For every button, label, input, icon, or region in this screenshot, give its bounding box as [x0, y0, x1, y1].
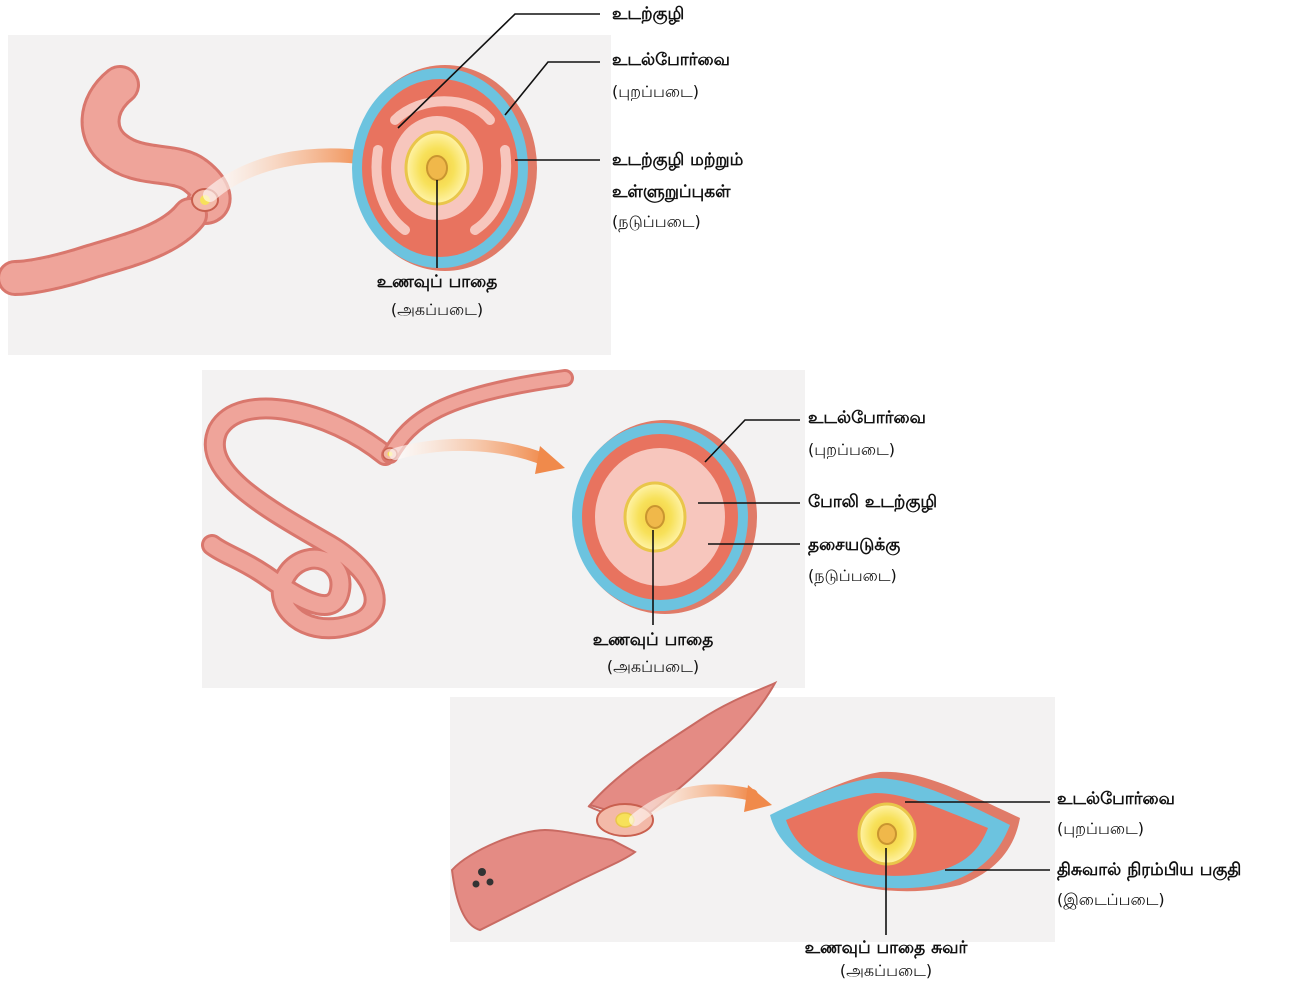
- label-gut-2-sub: (அகப்படை): [607, 657, 699, 677]
- label-pseudocoel: போலி உடற்குழி: [808, 492, 937, 512]
- label-gut-2: உணவுப் பாதை: [593, 630, 714, 650]
- label-gut-wall-3-sub: (அகப்படை): [840, 961, 932, 981]
- label-body-wall-1: உடல்போர்வை: [612, 50, 730, 70]
- zoom-arrow-2: [395, 445, 545, 460]
- roundworm-illustration: [212, 378, 565, 628]
- label-coelom-lining-sub: (நடுப்படை): [612, 212, 701, 232]
- label-tissue-filled-sub: (இடைப்படை): [1057, 890, 1165, 910]
- label-gut-1: உணவுப் பாதை: [377, 272, 498, 292]
- flatworm-illustration: [452, 683, 775, 930]
- label-muscle-layer-sub: (நடுப்படை): [808, 566, 897, 586]
- label-gut-1-sub: (அகப்படை): [391, 300, 483, 320]
- label-body-wall-3-sub: (புறப்படை): [1057, 819, 1144, 839]
- flatworm-cross-section: [770, 772, 1020, 891]
- zoom-arrow-1: [210, 155, 368, 195]
- label-gut-wall-3: உணவுப் பாதை சுவர்: [805, 938, 968, 958]
- roundworm-cross-section: [572, 420, 757, 614]
- zoom-arrow-3-head: [744, 785, 772, 812]
- label-coelom: உடற்குழி: [612, 4, 684, 24]
- label-body-wall-1-sub: (புறப்படை): [612, 82, 699, 102]
- label-body-wall-2-sub: (புறப்படை): [808, 440, 895, 460]
- label-coelom-lining-line1: உடற்குழி மற்றும்: [612, 150, 743, 170]
- label-muscle-layer: தசையடுக்கு: [808, 535, 900, 555]
- label-body-wall-2: உடல்போர்வை: [808, 408, 926, 428]
- label-tissue-filled: திசுவால் நிரம்பிய பகுதி: [1057, 860, 1241, 880]
- earthworm-illustration: [15, 85, 218, 278]
- label-coelom-lining-line2: உள்ளுறுப்புகள்: [612, 182, 730, 202]
- label-body-wall-3: உடல்போர்வை: [1057, 789, 1175, 809]
- zoom-arrow-2-head: [535, 446, 565, 474]
- earthworm-cross-section: [352, 65, 537, 271]
